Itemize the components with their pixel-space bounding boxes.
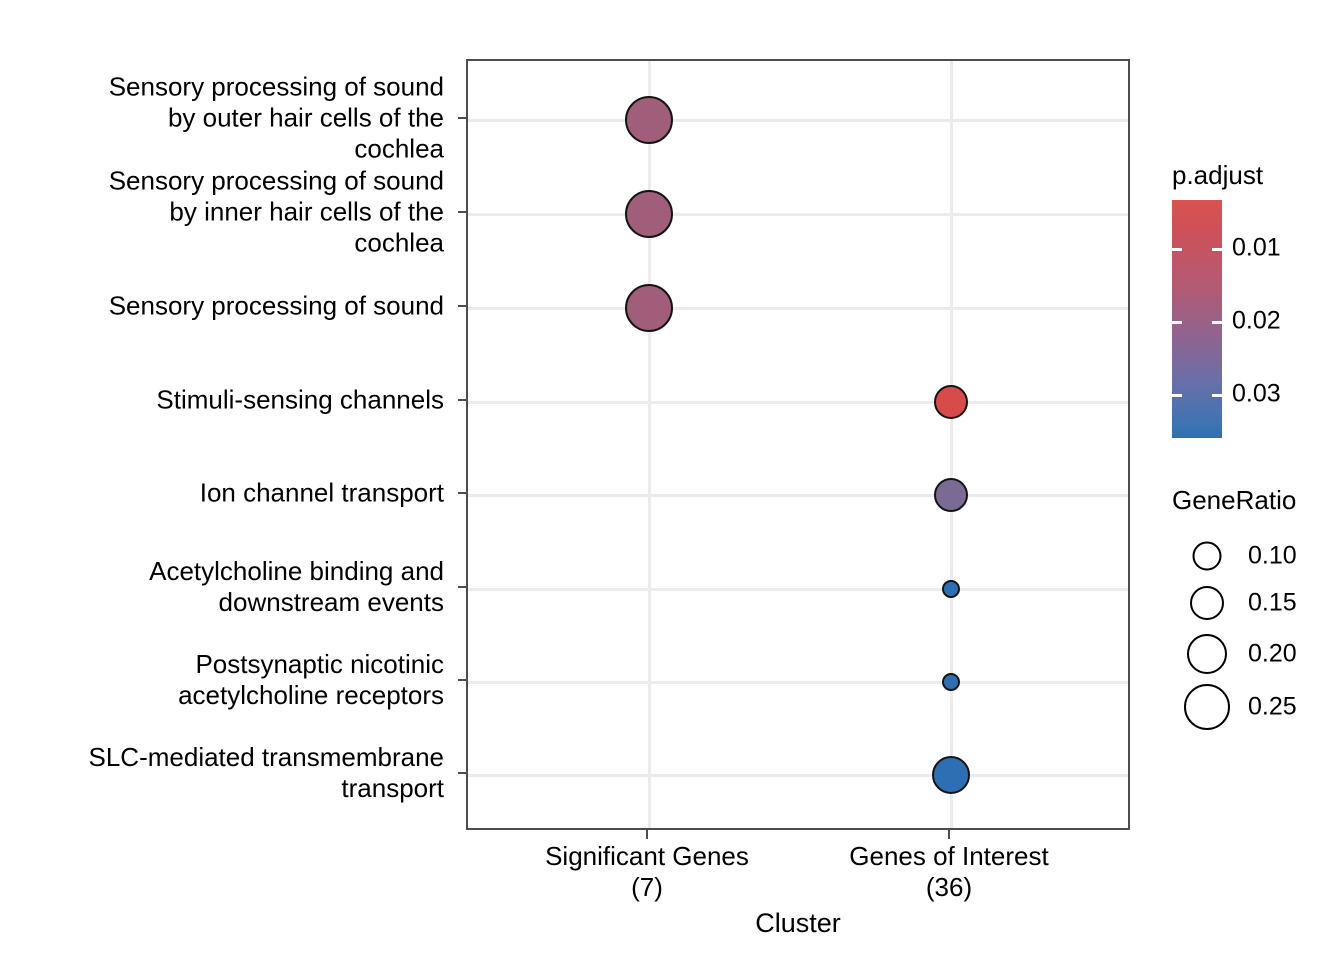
x-tick-mark	[948, 830, 950, 839]
legend-size-circle	[1184, 684, 1230, 730]
y-tick-label: Ion channel transport	[199, 477, 444, 508]
colorbar-tick	[1172, 248, 1182, 251]
y-tick-label: Acetylcholine binding and downstream eve…	[149, 556, 444, 617]
legend-padjust-title: p.adjust	[1172, 160, 1264, 190]
colorbar-tick	[1172, 321, 1182, 324]
y-tick-label: Postsynaptic nicotinic acetylcholine rec…	[178, 649, 444, 710]
legend-size-label: 0.25	[1248, 692, 1297, 721]
colorbar-tick	[1212, 321, 1222, 324]
y-tick-mark	[458, 211, 466, 213]
y-tick-mark	[458, 492, 466, 494]
data-point[interactable]	[934, 385, 968, 419]
y-tick-mark	[458, 586, 466, 588]
gridline-horizontal	[468, 681, 1128, 684]
colorbar-tick-label: 0.01	[1232, 233, 1281, 262]
colorbar-tick	[1212, 248, 1222, 251]
data-point[interactable]	[625, 190, 673, 238]
x-tick-mark	[646, 830, 648, 839]
gridline-horizontal	[468, 494, 1128, 497]
y-tick-label: Sensory processing of sound by inner hai…	[108, 165, 444, 258]
y-tick-label: SLC-mediated transmembrane transport	[88, 742, 445, 803]
y-tick-mark	[458, 679, 466, 681]
gridline-horizontal	[468, 588, 1128, 591]
data-point[interactable]	[942, 673, 960, 691]
legend-colorbar	[1172, 200, 1222, 438]
data-point[interactable]	[625, 284, 673, 332]
colorbar-tick	[1212, 394, 1222, 397]
legend-size-circle	[1190, 586, 1224, 620]
legend-generatio-title: GeneRatio	[1172, 485, 1297, 515]
gridline-vertical	[950, 61, 953, 828]
gridline-horizontal	[468, 401, 1128, 404]
data-point[interactable]	[934, 478, 968, 512]
y-tick-label: Sensory processing of sound	[108, 290, 444, 321]
data-point[interactable]	[625, 96, 673, 144]
gridline-vertical	[648, 61, 651, 828]
gridline-horizontal	[468, 213, 1128, 216]
gridline-horizontal	[468, 119, 1128, 122]
data-point[interactable]	[942, 580, 960, 598]
colorbar-tick	[1172, 394, 1182, 397]
y-tick-mark	[458, 117, 466, 119]
legend-size-label: 0.20	[1248, 639, 1297, 668]
gridline-horizontal	[468, 774, 1128, 777]
data-point[interactable]	[932, 756, 970, 794]
y-tick-mark	[458, 772, 466, 774]
x-tick-label: Significant Genes (7)	[545, 841, 749, 902]
legend-size-label: 0.15	[1248, 588, 1297, 617]
gridline-horizontal	[468, 307, 1128, 310]
y-tick-label: Sensory processing of sound by outer hai…	[108, 71, 444, 164]
y-tick-mark	[458, 305, 466, 307]
x-axis-title: Cluster	[755, 908, 841, 938]
plot-panel	[466, 59, 1130, 830]
y-tick-label: Stimuli-sensing channels	[156, 384, 444, 415]
legend-size-circle	[1192, 541, 1222, 571]
legend-size-label: 0.10	[1248, 541, 1297, 570]
y-tick-mark	[458, 399, 466, 401]
legend-size-circle	[1187, 634, 1227, 674]
x-tick-label: Genes of Interest (36)	[849, 841, 1049, 902]
colorbar-tick-label: 0.03	[1232, 379, 1281, 408]
colorbar-tick-label: 0.02	[1232, 306, 1281, 335]
